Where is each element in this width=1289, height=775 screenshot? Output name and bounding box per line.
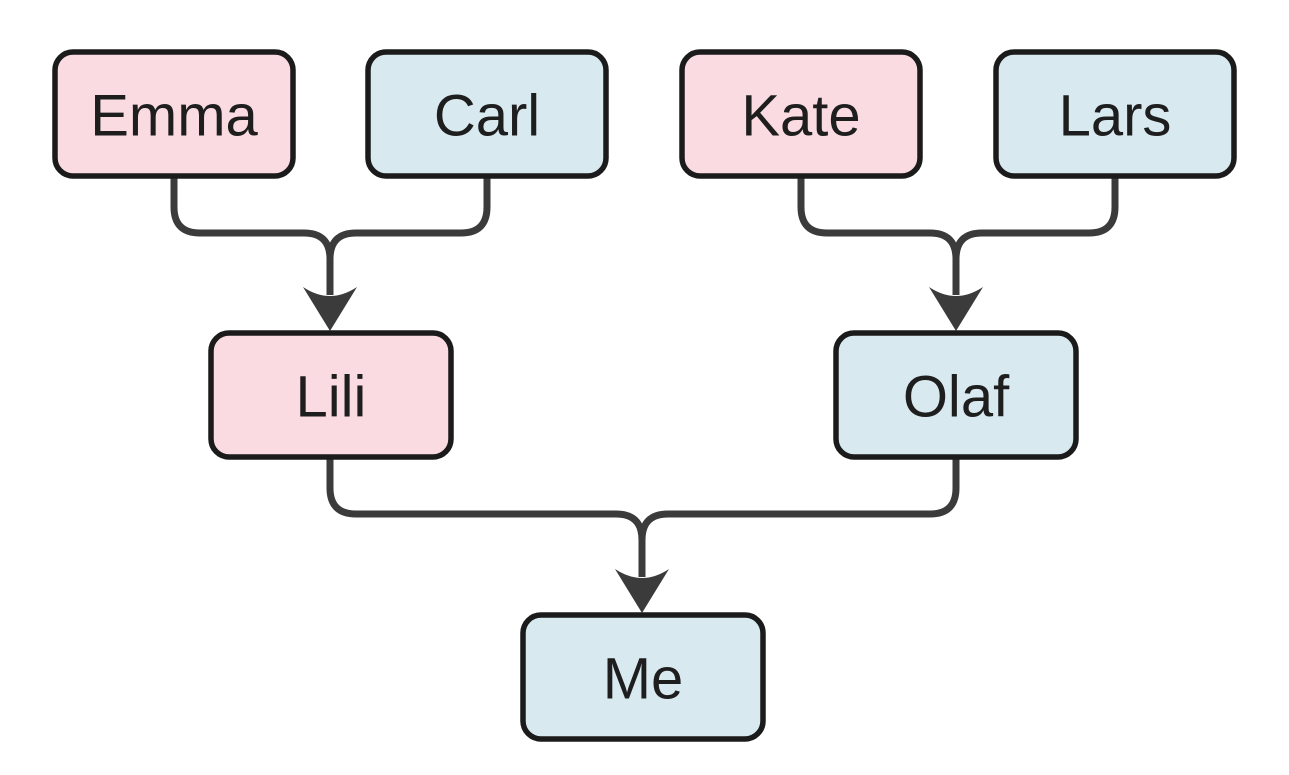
node-emma-box — [52, 49, 296, 179]
arrowhead-to-lili — [303, 287, 357, 331]
edge-olaf-to-me — [638, 457, 960, 577]
nodes-layer: Emma Carl Kate Lars Lili Olaf — [52, 49, 1237, 742]
arrowhead-to-olaf — [929, 287, 983, 331]
node-carl: Carl — [365, 49, 609, 179]
node-lars-box — [993, 49, 1237, 179]
node-lili: Lili — [208, 330, 454, 460]
edge-lars-to-olaf — [952, 176, 1119, 295]
node-carl-box — [365, 49, 609, 179]
node-kate: Kate — [679, 49, 923, 179]
node-olaf: Olaf — [833, 330, 1079, 460]
node-lili-label: Lili — [296, 365, 367, 430]
arrowhead-to-me — [615, 569, 669, 613]
node-carl-label: Carl — [434, 84, 540, 149]
edges-layer — [170, 176, 1119, 613]
edge-carl-to-lili — [326, 176, 491, 295]
node-lili-box — [208, 330, 454, 460]
node-me-label: Me — [603, 647, 684, 712]
node-emma: Emma — [52, 49, 296, 179]
node-emma-label: Emma — [90, 84, 258, 149]
node-lars-label: Lars — [1059, 84, 1172, 149]
node-me-box — [520, 612, 766, 742]
node-olaf-label: Olaf — [903, 365, 1010, 430]
node-kate-label: Kate — [741, 84, 860, 149]
node-lars: Lars — [993, 49, 1237, 179]
node-olaf-box — [833, 330, 1079, 460]
node-kate-box — [679, 49, 923, 179]
node-me: Me — [520, 612, 766, 742]
